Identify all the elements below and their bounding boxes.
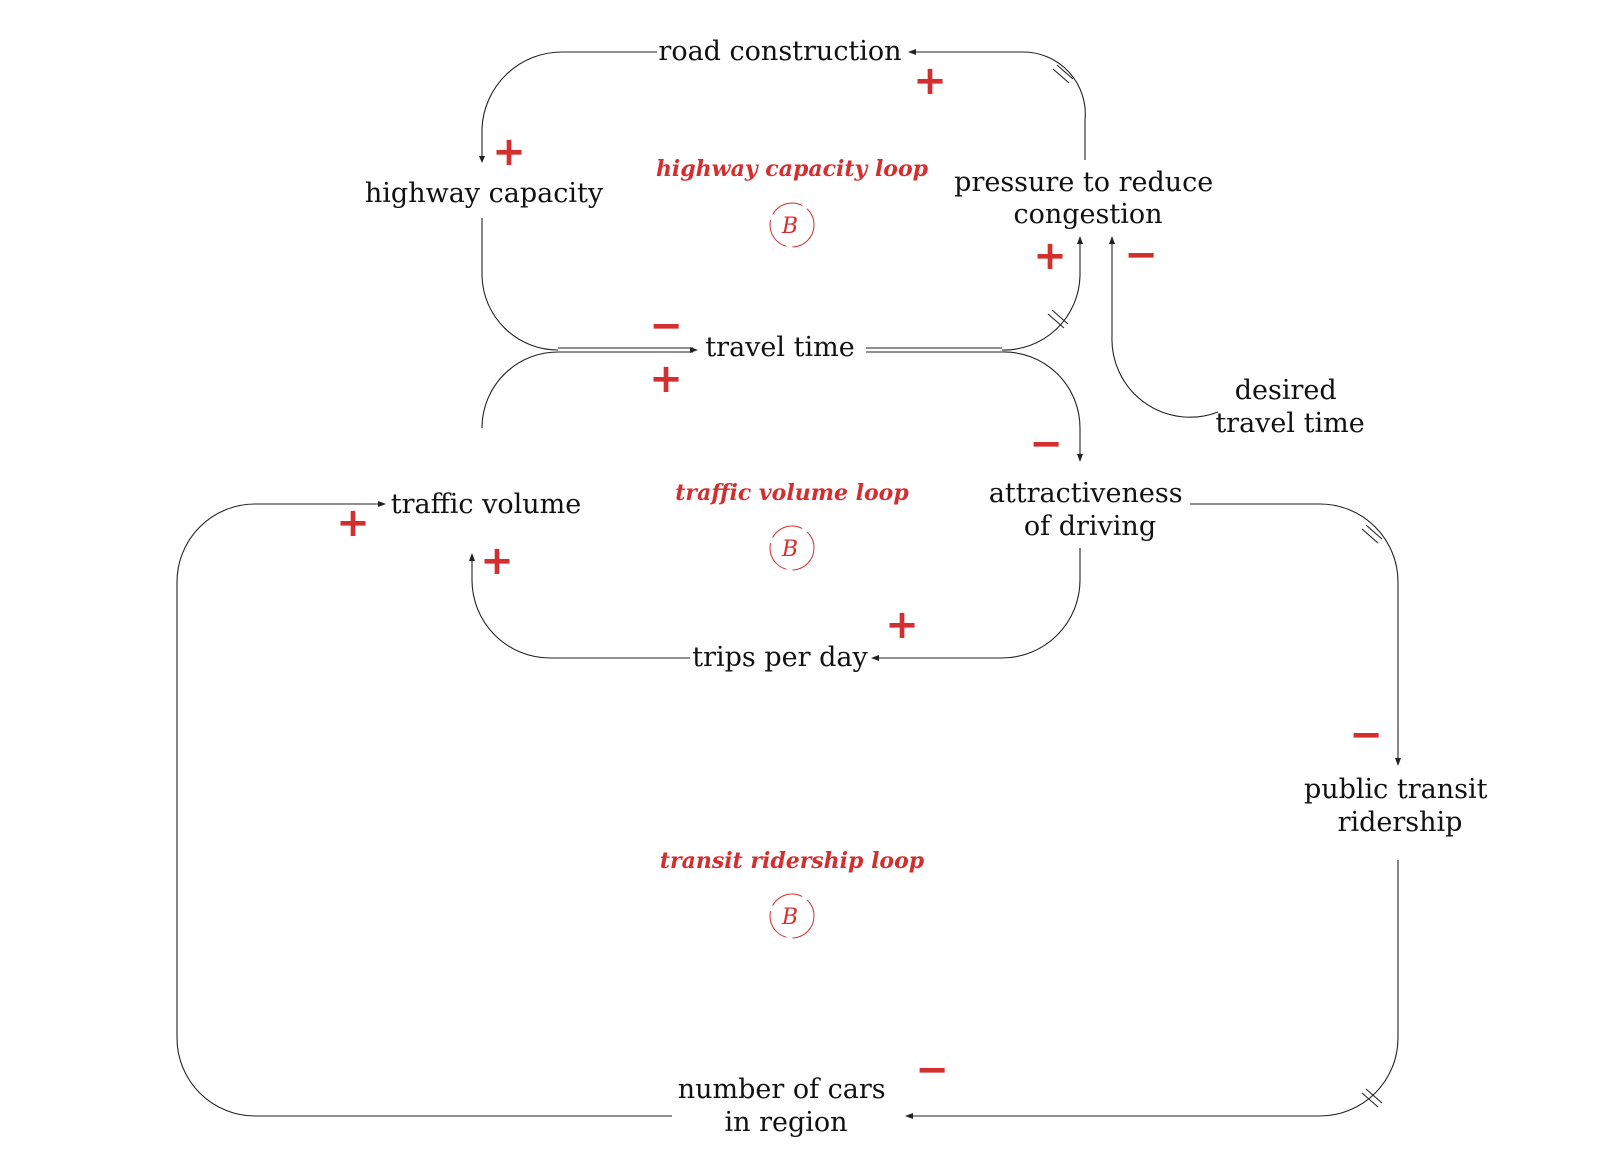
arrowhead [1395, 758, 1401, 766]
link-trips-per-day-to-traffic-volume [471, 560, 690, 659]
link-attractiveness-to-trips-per-day [878, 548, 1081, 659]
link-pressure-to-road-construction [915, 51, 1086, 160]
loop-label-highway-capacity: highway capacity loop [656, 156, 929, 182]
polarity-pressure-to-road-construction: + [913, 58, 947, 104]
link-public-transit-to-number-of-cars [912, 860, 1399, 1117]
link-desired-travel-time-to-pressure [1111, 242, 1219, 418]
link-travel-time-to-pressure [1001, 242, 1081, 351]
polarity-trips-per-day-to-traffic-volume: + [480, 538, 514, 584]
arrowhead [1109, 236, 1115, 244]
polarity-traffic-volume-to-travel-time: + [649, 356, 683, 402]
arrowhead [1077, 454, 1083, 462]
node-attractiveness-of-driving: attractiveness of driving [989, 478, 1191, 542]
arrowhead [908, 49, 916, 55]
node-number-of-cars-in-region: number of cars in region [678, 1074, 895, 1138]
polarity-number-of-cars-to-traffic-volume: + [336, 500, 370, 546]
link-road-construction-to-highway-capacity [481, 51, 657, 158]
node-road-construction: road construction [658, 36, 901, 67]
loop-indicator-highway-capacity [769, 202, 815, 248]
polarity-desired-travel-time-to-pressure: − [1124, 232, 1158, 278]
link-number-of-cars-to-traffic-volume [176, 503, 672, 1117]
polarity-travel-time-to-pressure: + [1033, 233, 1067, 279]
delay-mark [1361, 524, 1383, 544]
arrowhead [905, 1113, 913, 1119]
arrowhead [1077, 236, 1083, 244]
node-traffic-volume: traffic volume [391, 489, 582, 520]
polarity-highway-capacity-to-travel-time: − [649, 303, 683, 349]
link-attractiveness-to-public-transit [1190, 503, 1399, 760]
arrowhead [690, 347, 698, 353]
polarity-attractiveness-to-trips-per-day: + [885, 602, 919, 648]
arrowhead [479, 156, 485, 163]
node-public-transit-ridership: public transit ridership [1304, 774, 1496, 838]
arrowhead [871, 655, 879, 661]
delay-mark [1047, 309, 1069, 329]
link-traffic-volume-to-travel-time [481, 351, 559, 428]
node-travel-time: travel time [705, 332, 854, 363]
loop-indicator-traffic-volume [769, 525, 815, 571]
node-desired-travel-time: desired travel time [1215, 375, 1364, 439]
polarity-travel-time-to-attractiveness: − [1029, 421, 1063, 467]
loop-label-transit-ridership: transit ridership loop [660, 848, 925, 874]
node-pressure-to-reduce-congestion: pressure to reduce congestion [954, 167, 1222, 230]
arrowhead [378, 501, 386, 507]
loop-type-transit-ridership: B [781, 905, 798, 930]
link-highway-capacity-to-travel-time [481, 218, 559, 351]
loop-type-highway-capacity: B [781, 214, 798, 239]
loop-label-traffic-volume: traffic volume loop [675, 480, 909, 506]
polarity-public-transit-to-number-of-cars: − [915, 1047, 949, 1093]
node-highway-capacity: highway capacity [365, 178, 604, 209]
link-travel-time-to-attractiveness [1001, 351, 1081, 456]
delay-mark [1361, 1088, 1383, 1108]
node-trips-per-day: trips per day [692, 642, 868, 673]
arrowhead [469, 553, 475, 561]
polarity-attractiveness-to-public-transit: − [1349, 712, 1383, 758]
delay-mark [1052, 64, 1074, 84]
loop-type-traffic-volume: B [781, 537, 798, 562]
polarity-road-construction-to-highway-capacity: + [492, 129, 526, 175]
loop-indicator-transit-ridership [769, 893, 815, 939]
